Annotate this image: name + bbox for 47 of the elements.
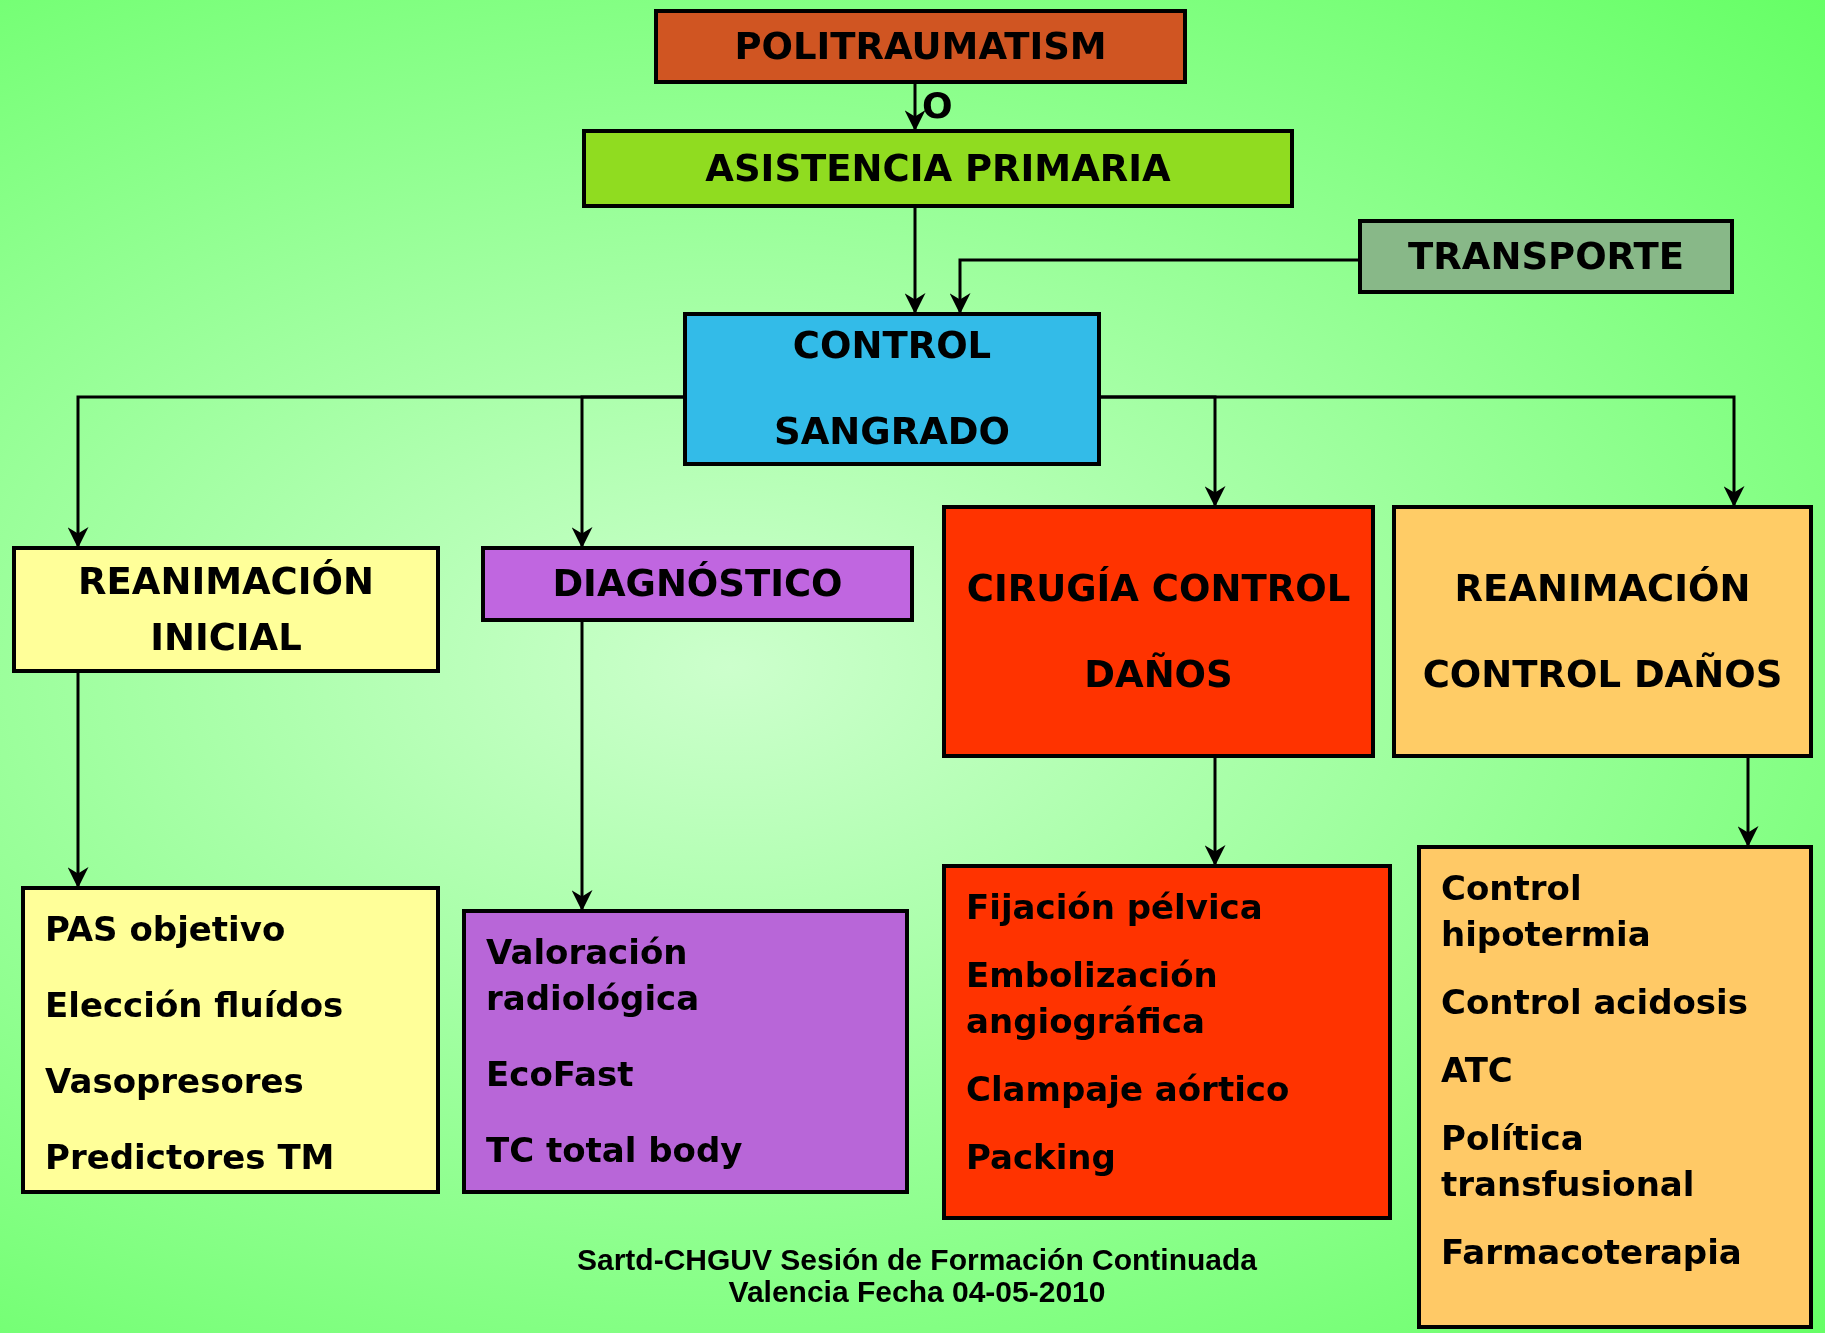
title-box (654, 9, 1187, 84)
list-box (1417, 845, 1813, 1329)
list-item: Embolización angiográfica (966, 954, 1219, 1043)
caption: Sartd-CHGUV Sesión de Formación Continuada Valencia Fecha 04-05-2010 (575, 1244, 1259, 1308)
arrow (1101, 395, 1745, 508)
box-title: REANIMACIÓN CONTROL DAÑOS (1421, 565, 1784, 698)
arrow (904, 84, 926, 132)
list-item: Control hipotermia (1441, 867, 1652, 956)
box-title: REANIMACIÓN INICIAL (77, 558, 375, 661)
box-title: ASISTENCIA PRIMARIA (705, 145, 1171, 192)
title-box (1358, 219, 1734, 294)
list-item: Vasopresores (45, 1060, 305, 1103)
arrow (904, 208, 926, 315)
list-item: Predictores TM (45, 1136, 336, 1179)
arrow (949, 258, 1358, 315)
title-box (1392, 505, 1813, 758)
arrow (1737, 758, 1759, 848)
list-item: EcoFast (486, 1053, 635, 1096)
list-item: Control acidosis (1441, 981, 1749, 1024)
list-item: Farmacoterapia (1441, 1231, 1743, 1274)
list-box (21, 886, 440, 1194)
list-item: Política transfusional (1441, 1117, 1696, 1206)
arrow (571, 622, 593, 912)
list-item: ATC (1441, 1049, 1514, 1092)
arrow (1204, 758, 1226, 867)
box-title: DIAGNÓSTICO (552, 561, 843, 607)
title-box (481, 546, 914, 622)
list-box (462, 909, 909, 1194)
list-item: Fijación pélvica (966, 886, 1264, 929)
arrow (67, 673, 89, 889)
title-box (942, 505, 1375, 758)
box-title: CIRUGÍA CONTROL DAÑOS (965, 565, 1352, 698)
box-title: POLITRAUMATISM (734, 23, 1107, 70)
list-item: Valoración radiológica (486, 931, 701, 1020)
arrow (571, 395, 683, 549)
box-title: TRANSPORTE (1408, 233, 1684, 280)
list-item: PAS objetivo (45, 908, 287, 951)
title-box (582, 129, 1294, 208)
box-title: CONTROL SANGRADO (773, 323, 1011, 455)
title-box (12, 546, 440, 673)
title-box (683, 312, 1101, 466)
list-item: Elección fluídos (45, 984, 345, 1027)
list-item: TC total body (486, 1129, 744, 1172)
edge-label: O (922, 86, 953, 126)
list-item: Clampaje aórtico (966, 1068, 1291, 1111)
list-box (942, 864, 1392, 1220)
list-item: Packing (966, 1136, 1117, 1179)
